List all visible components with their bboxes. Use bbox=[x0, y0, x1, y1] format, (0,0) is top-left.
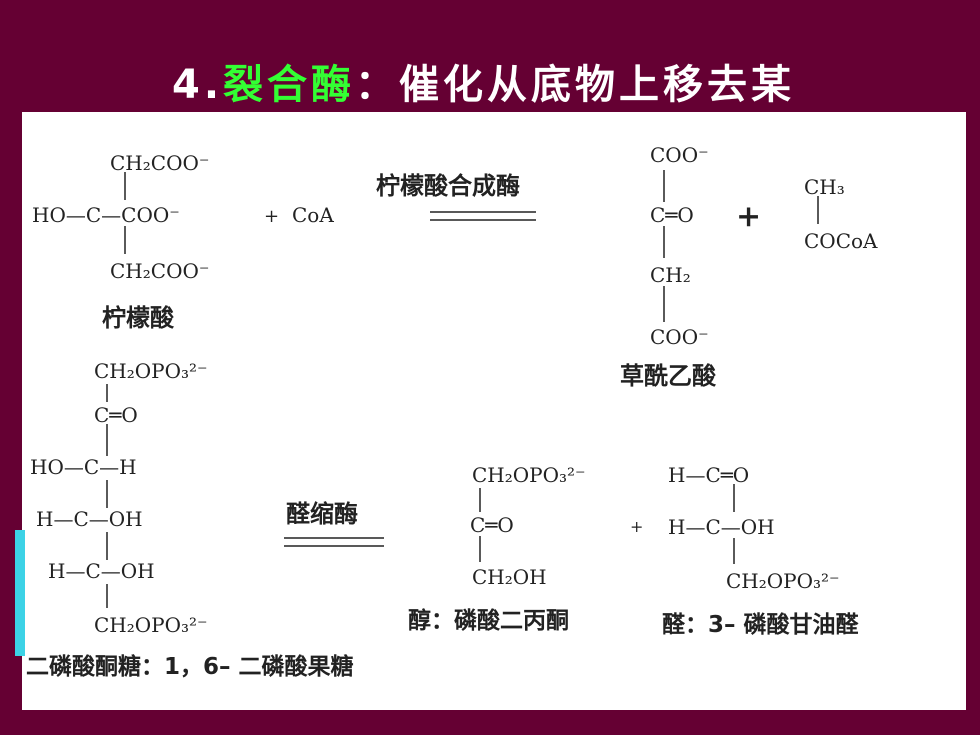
acetyl-ch3: CH₃ bbox=[804, 175, 845, 199]
fbp-bottom-phosphate: CH₂OPO₃²⁻ bbox=[94, 613, 208, 637]
citrate-central-carbon: HO—C—COO⁻ bbox=[32, 203, 180, 227]
acetyl-cocoa: COCoA bbox=[804, 229, 878, 253]
g3p-aldehyde: H—C═O bbox=[668, 463, 749, 487]
cyan-side-tab bbox=[15, 530, 25, 656]
title-highlight: 裂合酶 bbox=[223, 62, 356, 108]
citrate-name: 柠檬酸 bbox=[102, 304, 175, 332]
fbp-ho-c-h: HO—C—H bbox=[30, 455, 137, 479]
oxaloacetate-name: 草酰乙酸 bbox=[620, 362, 717, 390]
plus-sign-2: + bbox=[736, 199, 761, 234]
diagram-panel: CH₂COO⁻ HO—C—COO⁻ + CoA CH₂COO⁻ 柠檬酸 柠檬酸合… bbox=[22, 112, 966, 710]
title-number: 4. bbox=[172, 62, 224, 108]
fbp-top-phosphate: CH₂OPO₃²⁻ bbox=[94, 359, 208, 383]
citrate-synthase-label: 柠檬酸合成酶 bbox=[376, 172, 520, 200]
title-rest: 催化从底物上移去某 bbox=[399, 62, 796, 108]
oxaloacetate-bottom-coo: COO⁻ bbox=[650, 325, 709, 349]
fbp-h-c-oh-1: H—C—OH bbox=[36, 507, 143, 531]
dhap-ch2oh: CH₂OH bbox=[472, 565, 547, 589]
title-colon: ： bbox=[355, 62, 400, 108]
citrate-bottom-group: CH₂COO⁻ bbox=[110, 259, 209, 283]
oxaloacetate-top-coo: COO⁻ bbox=[650, 143, 709, 167]
plus-sign-1: + bbox=[264, 206, 279, 227]
g3p-h-c-oh: H—C—OH bbox=[668, 515, 775, 539]
plus-sign-3: + bbox=[630, 517, 643, 536]
g3p-name: 醛：3– 磷酸甘油醛 bbox=[662, 612, 860, 638]
oxaloacetate-ch2: CH₂ bbox=[650, 263, 691, 287]
dhap-name: 醇：磷酸二丙酮 bbox=[408, 607, 569, 634]
oxaloacetate-carbonyl: C═O bbox=[650, 203, 694, 227]
fbp-name: 二磷酸酮糖：1，6– 二磷酸果糖 bbox=[26, 653, 354, 680]
citrate-top-group: CH₂COO⁻ bbox=[110, 151, 209, 175]
dhap-top-phosphate: CH₂OPO₃²⁻ bbox=[472, 463, 586, 487]
coa-label: CoA bbox=[292, 203, 334, 227]
aldolase-label: 醛缩酶 bbox=[286, 500, 358, 528]
fbp-carbonyl: C═O bbox=[94, 403, 138, 427]
dhap-carbonyl: C═O bbox=[470, 513, 514, 537]
g3p-phosphate: CH₂OPO₃²⁻ bbox=[726, 569, 840, 593]
slide-title: 4.裂合酶：催化从底物上移去某 bbox=[172, 52, 795, 110]
reaction-diagram: CH₂COO⁻ HO—C—COO⁻ + CoA CH₂COO⁻ 柠檬酸 柠檬酸合… bbox=[26, 143, 878, 680]
fbp-h-c-oh-2: H—C—OH bbox=[48, 559, 155, 583]
